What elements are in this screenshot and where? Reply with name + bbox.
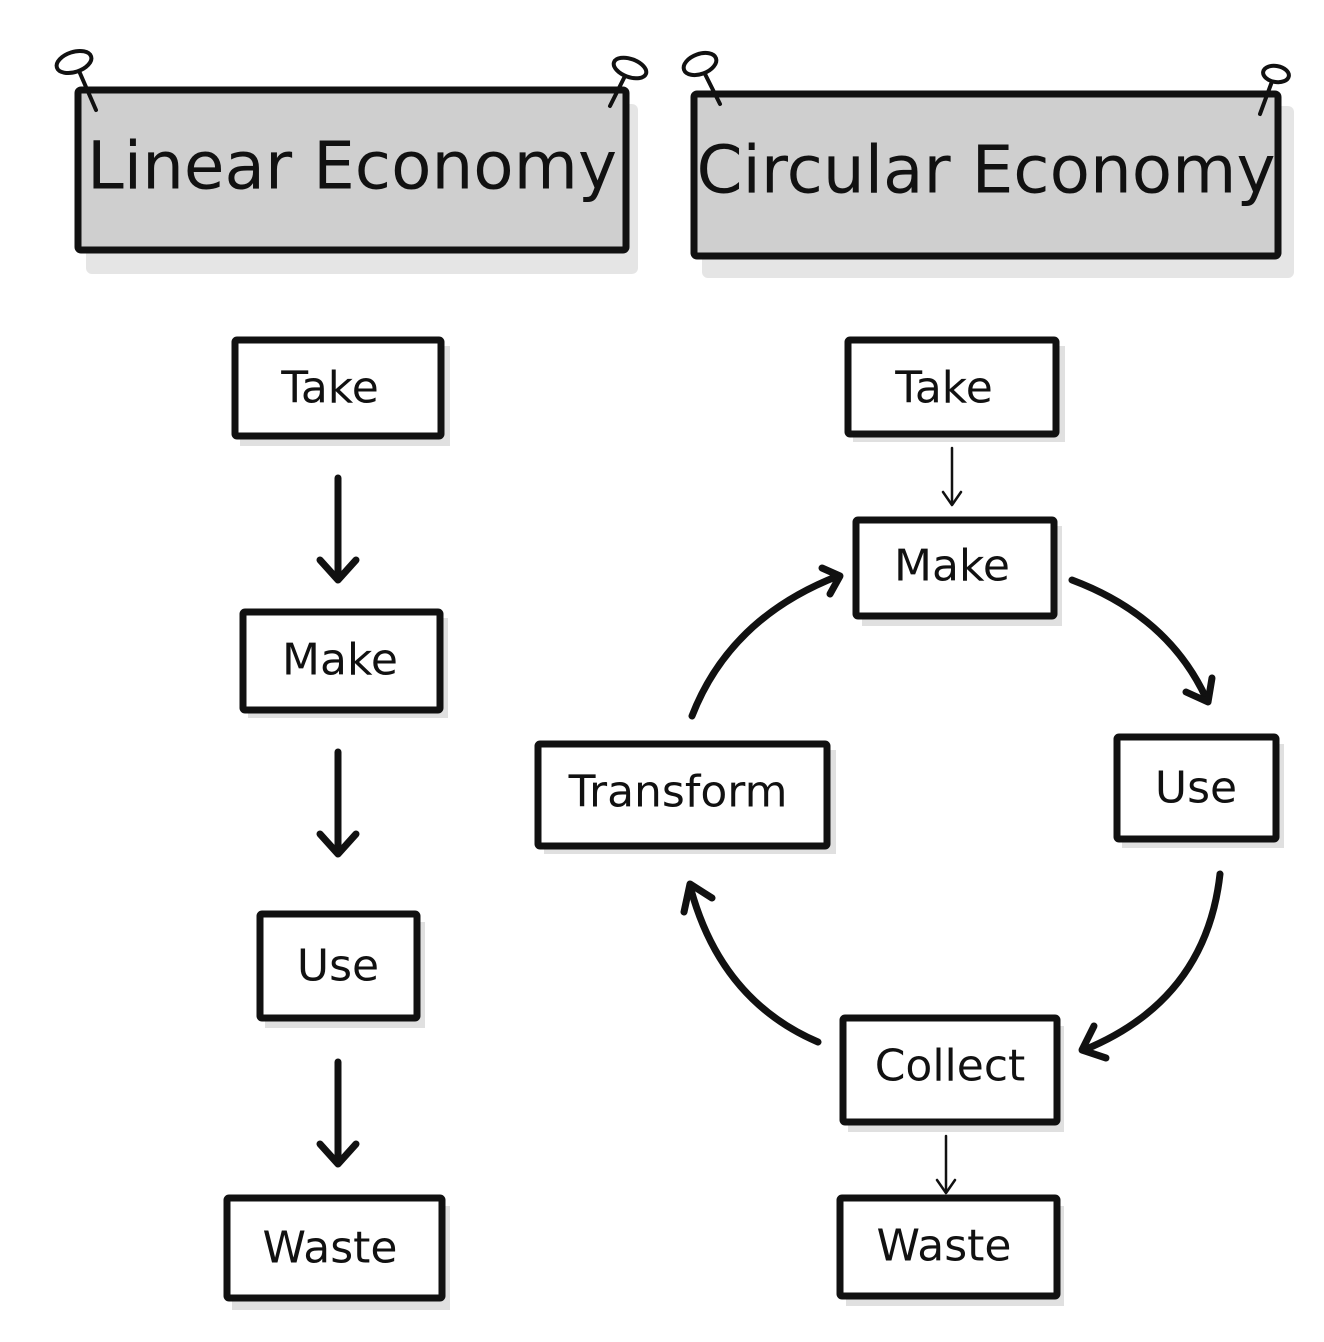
circular-arrow-collect-waste <box>935 1134 957 1195</box>
circular-transform-box: Transform <box>534 740 836 854</box>
linear-economy-banner: Linear Economy <box>54 48 649 274</box>
linear-economy-title: Linear Economy <box>87 128 617 205</box>
circular-flow: Take Make Use Collect Transform <box>534 336 1284 1306</box>
linear-take-box: Take <box>231 336 450 446</box>
circular-collect-box: Collect <box>839 1014 1064 1132</box>
cycle-arrow-transform-make <box>688 564 844 720</box>
pin-icon <box>608 55 649 108</box>
linear-flow: Take Make Use <box>223 336 450 1310</box>
cycle-arrow-collect-transform <box>680 880 822 1046</box>
cycle-arrow-make-use <box>1068 576 1216 706</box>
circular-economy-title: Circular Economy <box>696 132 1275 209</box>
circular-make-box: Make <box>852 516 1062 626</box>
cycle-arrow-use-collect <box>1078 870 1224 1062</box>
circular-collect-label: Collect <box>875 1041 1026 1092</box>
pin-icon <box>681 50 722 106</box>
linear-arrow-take-make <box>316 474 360 584</box>
circular-use-label: Use <box>1155 763 1237 814</box>
linear-make-box: Make <box>239 608 448 718</box>
linear-arrow-make-use <box>316 748 360 858</box>
linear-use-label: Use <box>297 941 379 992</box>
linear-take-label: Take <box>280 363 379 414</box>
circular-transform-label: Transform <box>568 767 788 818</box>
linear-arrow-use-waste <box>316 1058 360 1168</box>
linear-waste-box: Waste <box>223 1194 450 1310</box>
pin-icon <box>54 48 98 112</box>
linear-waste-label: Waste <box>263 1223 398 1274</box>
circular-use-box: Use <box>1113 733 1284 848</box>
circular-arrow-take-make <box>941 446 963 507</box>
linear-use-box: Use <box>256 910 425 1028</box>
circular-banner-board <box>690 90 1282 260</box>
circular-take-box: Take <box>844 336 1065 442</box>
linear-banner-board <box>74 86 630 254</box>
pin-icon <box>1258 63 1291 116</box>
circular-take-label: Take <box>894 363 993 414</box>
circular-waste-box: Waste <box>836 1194 1064 1306</box>
linear-make-label: Make <box>282 635 398 686</box>
circular-make-label: Make <box>894 541 1010 592</box>
circular-waste-label: Waste <box>877 1221 1012 1272</box>
circular-economy-banner: Circular Economy <box>681 50 1294 278</box>
